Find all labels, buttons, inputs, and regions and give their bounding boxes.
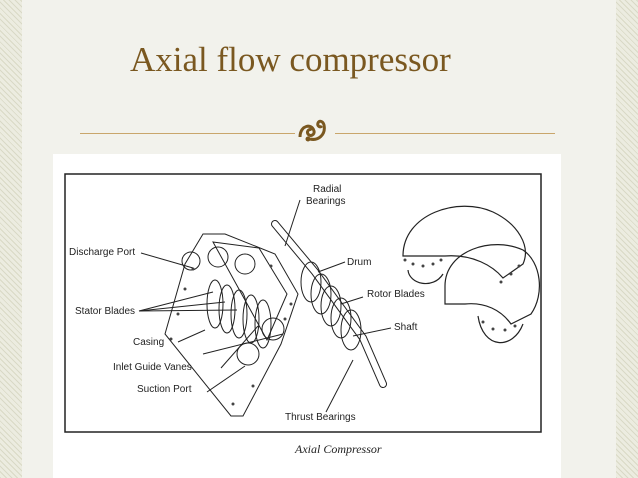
duct-flange-bolts — [403, 258, 521, 332]
outlet-ducts-drawing — [402, 205, 540, 344]
figure-caption: Axial Compressor — [295, 442, 382, 456]
left-decorative-border — [0, 0, 22, 478]
stator-blades-drawing — [206, 279, 272, 349]
label-thrust-bearings: Thrust Bearings — [285, 412, 356, 423]
label-stator-blades: Stator Blades — [75, 306, 136, 317]
compressor-drawing — [64, 173, 542, 433]
label-discharge-port: Discharge Port — [69, 247, 136, 258]
right-decorative-border — [616, 0, 638, 478]
label-casing: Casing — [133, 337, 165, 348]
casing-bolt-holes — [169, 264, 293, 406]
label-radial-bearings-1: Radial — [313, 184, 342, 195]
label-radial-bearings-2: Bearings — [306, 196, 346, 207]
label-rotor-blades: Rotor Blades — [367, 289, 425, 300]
casing-ports — [181, 246, 285, 366]
label-shaft: Shaft — [394, 322, 418, 333]
rotor-drawing — [271, 220, 387, 388]
label-inlet-guide-vanes: Inlet Guide Vanes — [113, 362, 192, 373]
fleuron-ornament-icon — [298, 119, 326, 142]
slide-title: Axial flow compressor — [130, 40, 451, 79]
title-rule-right — [335, 133, 555, 134]
compressor-diagram: Radial Bearings Discharge Port Drum Roto… — [53, 154, 561, 478]
label-suction-port: Suction Port — [137, 384, 192, 395]
title-rule-left — [80, 133, 295, 134]
leader-lines — [138, 199, 392, 413]
label-drum: Drum — [347, 257, 372, 268]
